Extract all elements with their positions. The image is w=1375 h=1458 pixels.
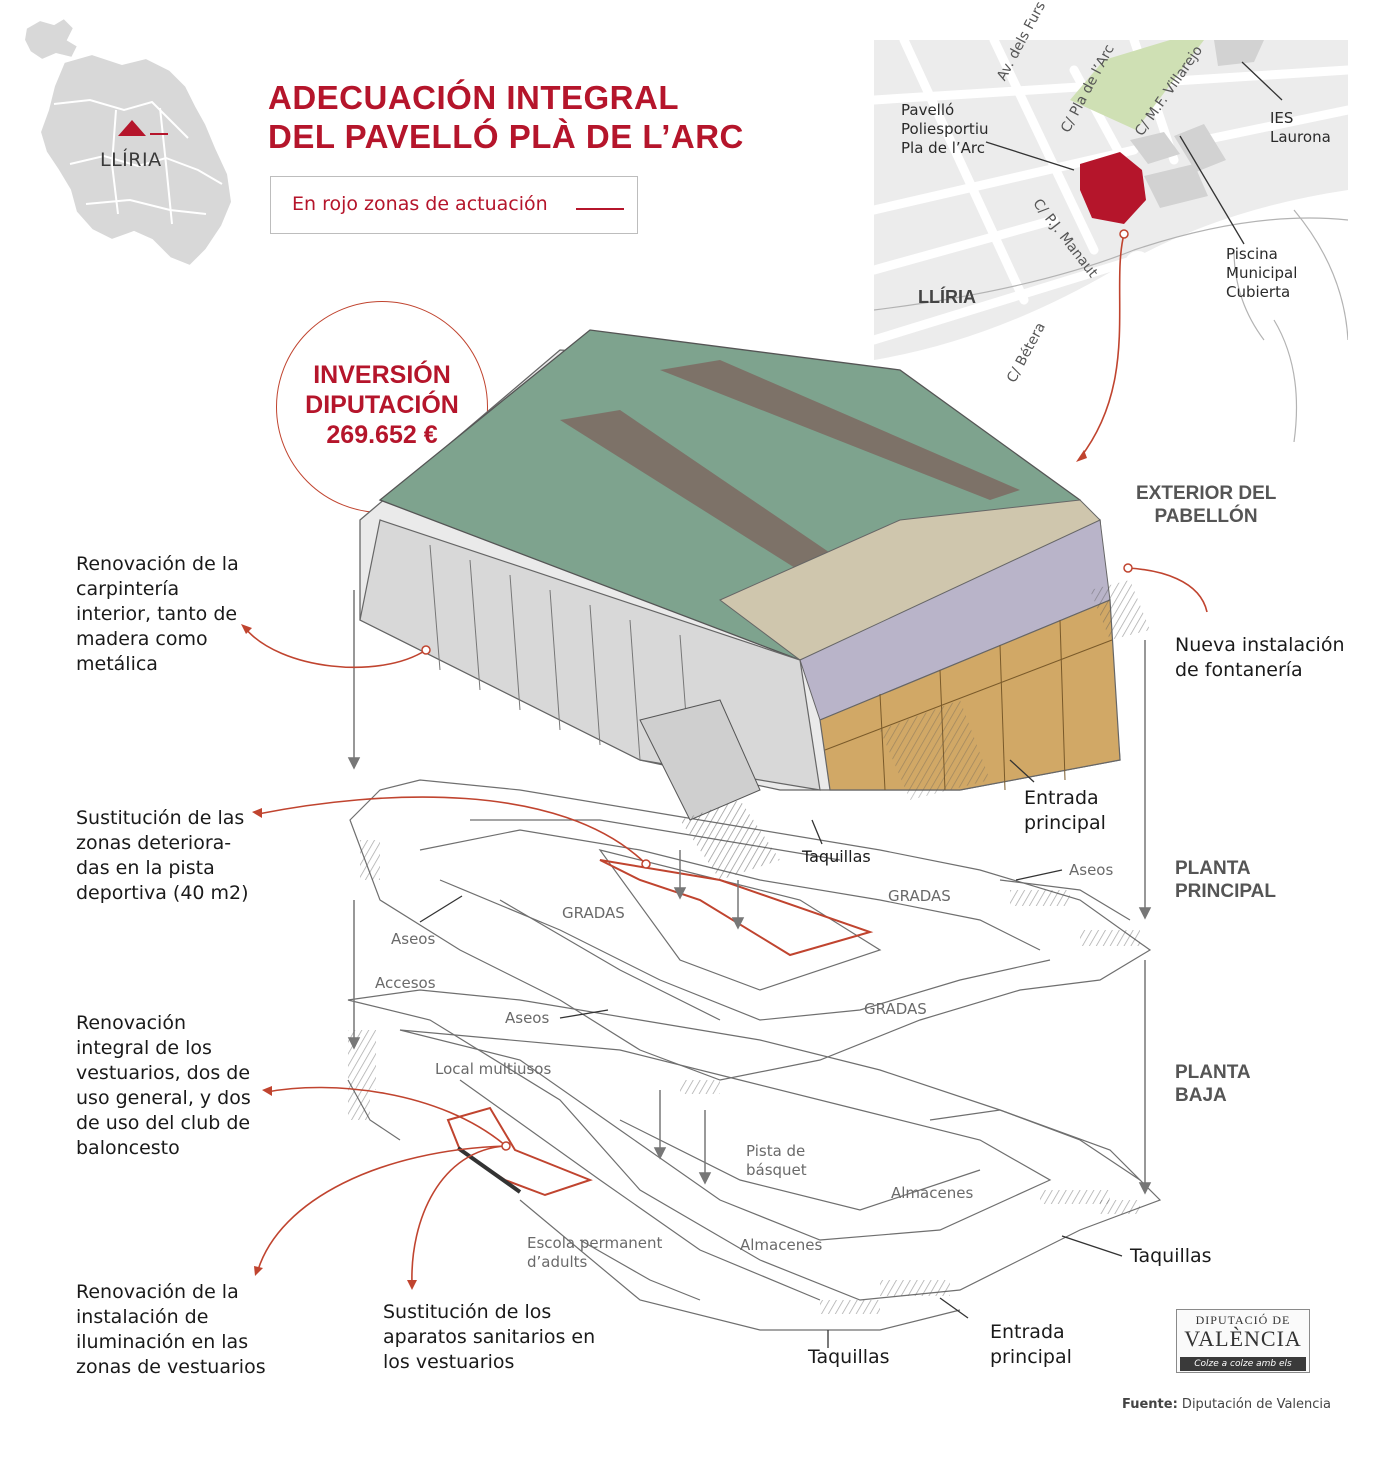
plan-label-aseos-right: Aseos: [1069, 861, 1114, 879]
pavilion-footprint: [1080, 152, 1146, 224]
logo-tagline: Colze a colze amb els Ajuntaments: [1180, 1357, 1306, 1383]
note-carpinteria: Renovación de la carpintería interior, t…: [76, 553, 239, 675]
map-pool-label: Piscina Municipal Cubierta: [1226, 245, 1298, 301]
note-vestuarios: Renovación integral de los vestuarios, d…: [76, 1012, 251, 1159]
legend-line: [576, 208, 624, 210]
note-sanitarios: Sustitución de los aparatos sanitarios e…: [383, 1301, 596, 1373]
callout-taquillas-right: Taquillas: [1130, 1245, 1212, 1267]
plan-label-local: Local multiusos: [435, 1060, 552, 1078]
plan-label-almacenes-mid: Almacenes: [740, 1236, 823, 1254]
callout-entrada-principal-top: Entrada principal: [1024, 787, 1106, 834]
locator-map: [22, 16, 234, 268]
section-planta-baja: PLANTA BAJA: [1175, 1062, 1251, 1106]
plan-label-accesos: Accesos: [375, 974, 436, 992]
plan-label-almacenes-right: Almacenes: [891, 1184, 974, 1202]
source-note: Fuente: Diputación de Valencia: [1122, 1397, 1331, 1412]
map-school-label: IES Laurona: [1270, 109, 1331, 146]
legend-box: [270, 176, 638, 234]
plan-label-aseos-left: Aseos: [391, 930, 436, 948]
plan-label-aseos-mid: Aseos: [505, 1009, 550, 1027]
locator-town-label: LLÍRIA: [100, 149, 162, 171]
note-pista: Sustitución de las zonas deteriora- das …: [76, 807, 249, 904]
street-map: [874, 40, 1348, 442]
section-planta-principal: PLANTA PRINCIPAL: [1175, 858, 1276, 902]
logo-line1: DIPUTACIÓ DE: [1195, 1313, 1291, 1327]
pavilion-building: [359, 329, 1150, 880]
plan-label-gradas-bottom: GRADAS: [864, 1000, 927, 1018]
plan-label-gradas-right: GRADAS: [888, 887, 951, 905]
investment-text: INVERSIÓN DIPUTACIÓN 269.652 €: [305, 361, 459, 449]
map-town-label: LLÍRIA: [918, 287, 976, 307]
legend-text: En rojo zonas de actuación: [292, 193, 548, 215]
callout-taquillas-top: Taquillas: [802, 847, 871, 866]
note-iluminacion: Renovación de la instalación de iluminac…: [76, 1281, 266, 1378]
section-exterior: EXTERIOR DEL PABELLÓN: [1136, 483, 1277, 527]
map-pavilion-label: Pavelló Poliesportiu Pla de l’Arc: [901, 101, 989, 157]
plan-label-gradas-left: GRADAS: [562, 904, 625, 922]
note-fontaneria: Nueva instalación de fontanería: [1175, 634, 1345, 681]
page-title: ADECUACIÓN INTEGRAL DEL PAVELLÓ PLÀ DE L…: [268, 79, 744, 155]
locator-marker-icon: [118, 120, 146, 136]
callout-entrada-principal-bottom: Entrada principal: [990, 1321, 1072, 1368]
plan-label-escola: Escola permanent d’adults: [527, 1234, 663, 1271]
logo-line2: VALÈNCIA: [1184, 1326, 1302, 1351]
callout-taquillas-bottom: Taquillas: [808, 1346, 890, 1368]
plan-label-pista: Pista de básquet: [746, 1142, 807, 1179]
